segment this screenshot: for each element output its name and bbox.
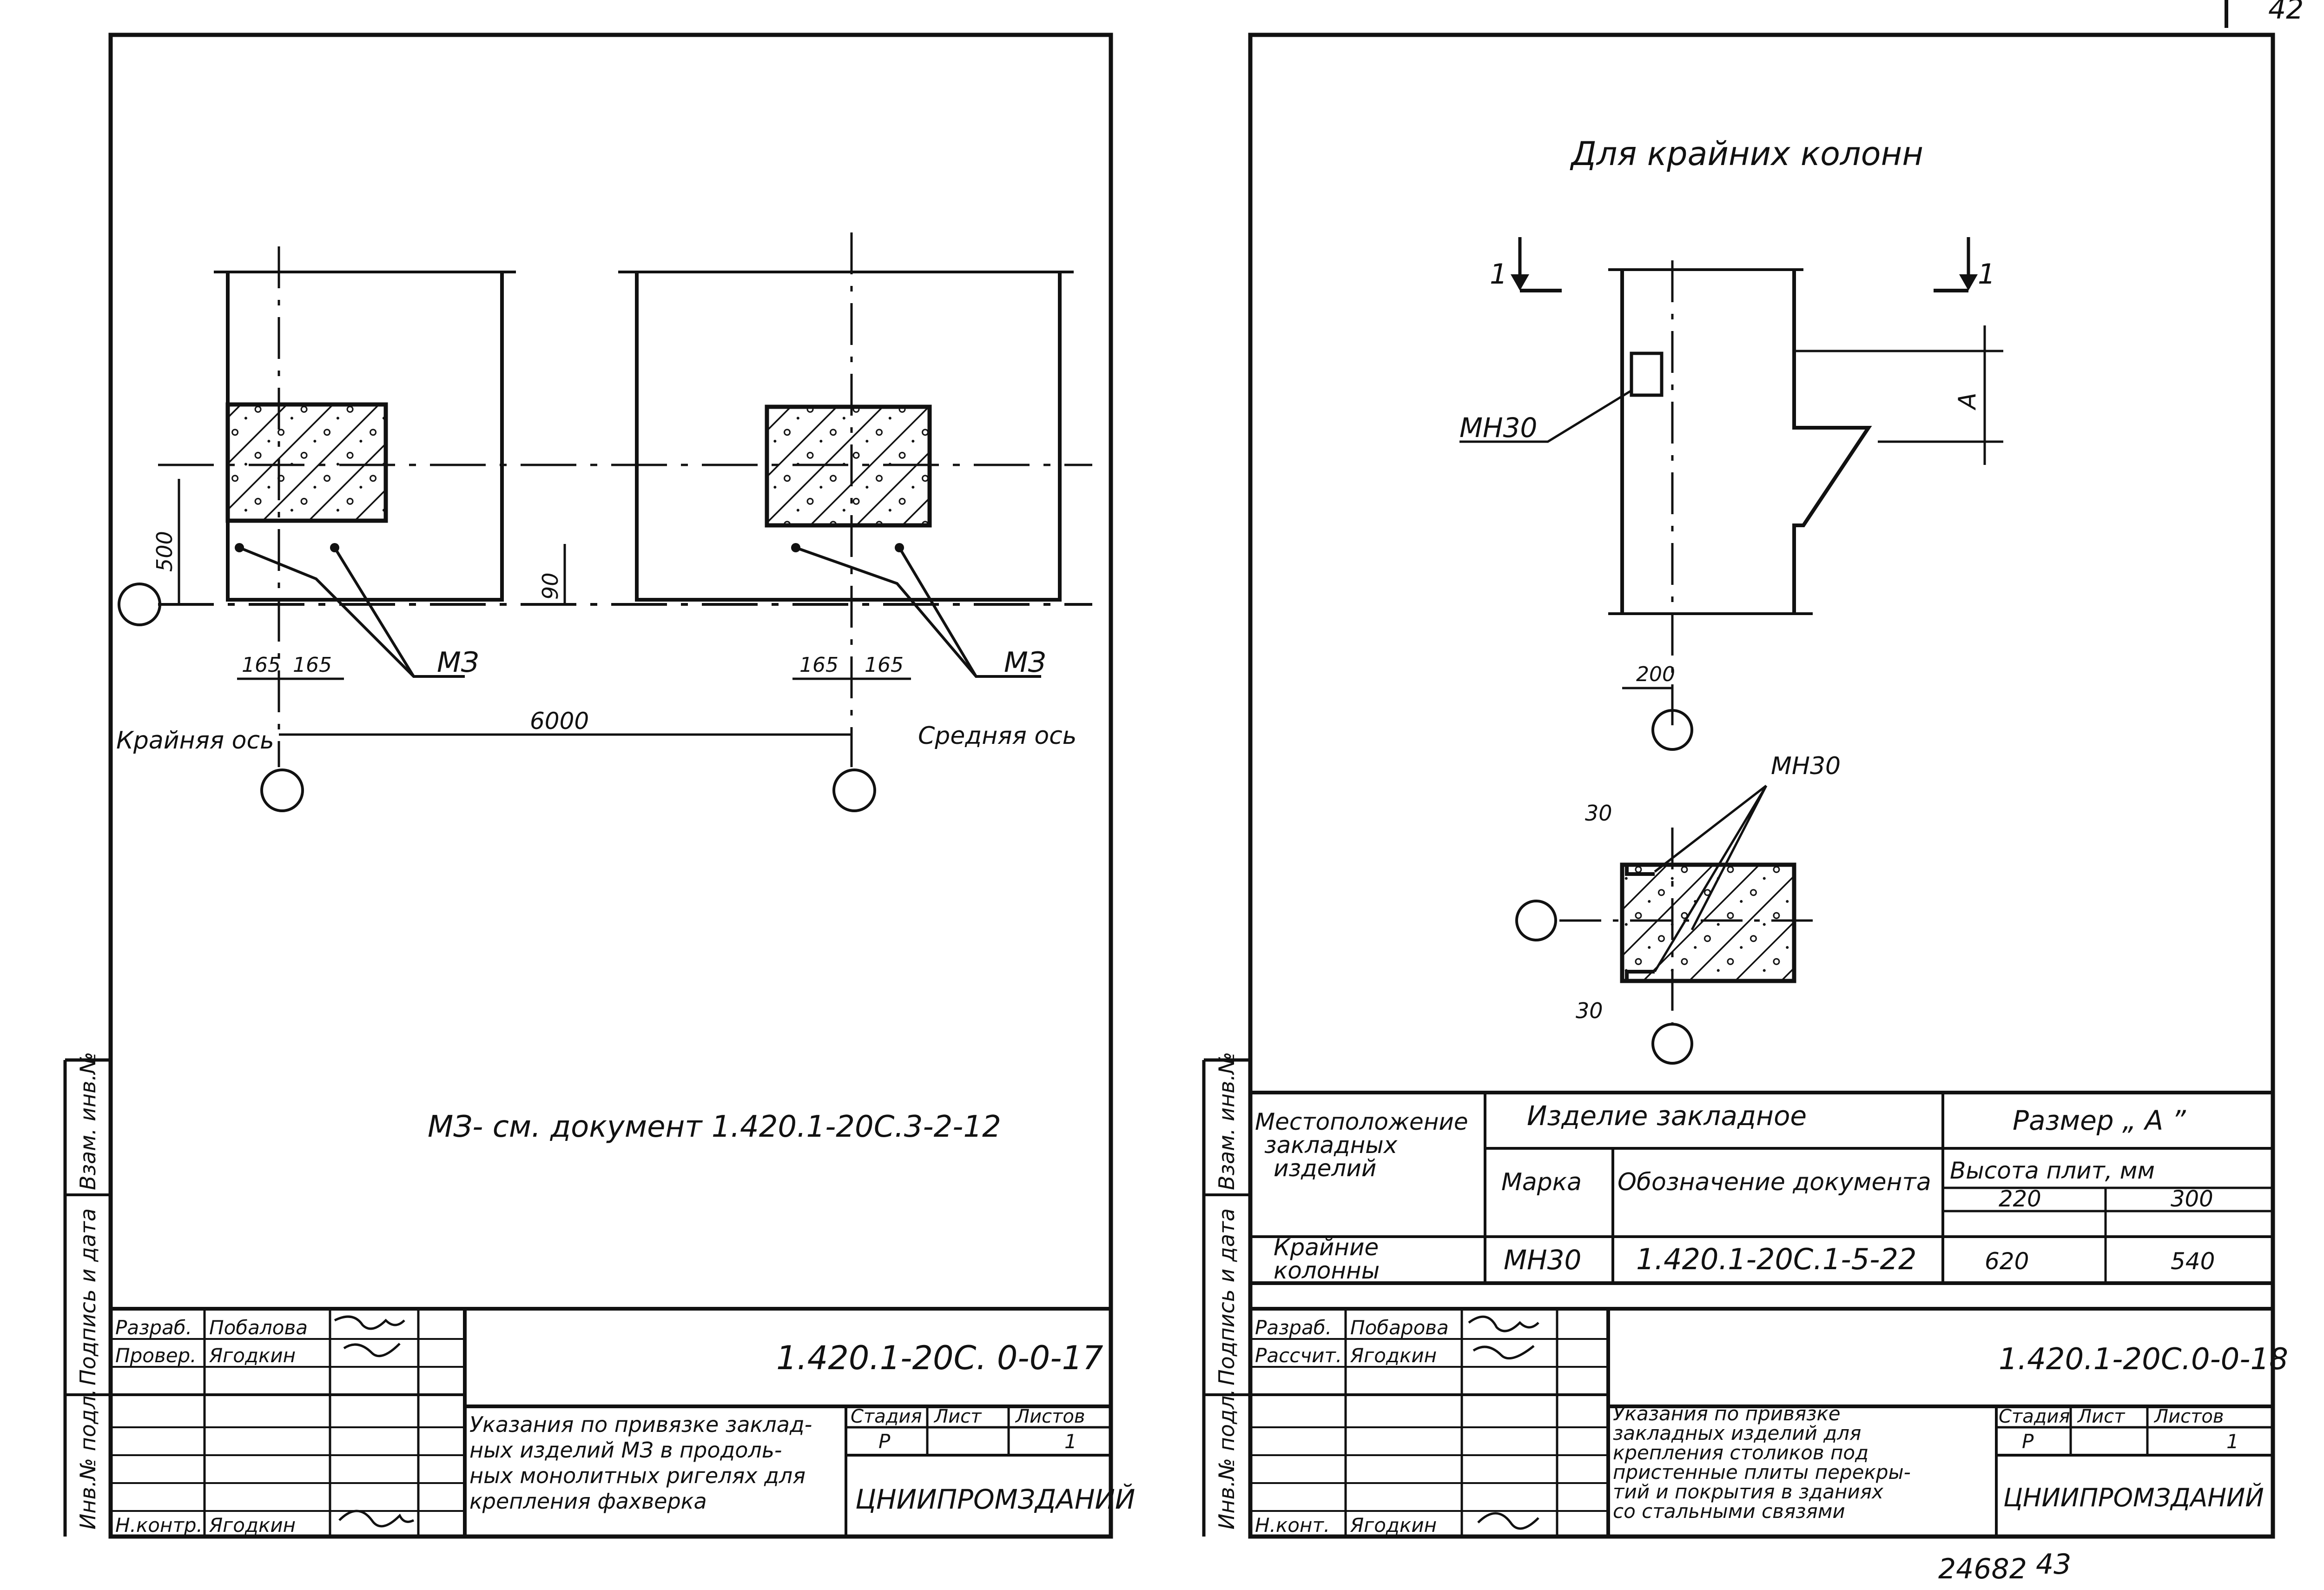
section-mark: 1 bbox=[1978, 258, 1995, 291]
margin-text: Инв.№ подл. bbox=[75, 1389, 100, 1530]
tb-organization: ЦНИИПРОМЗДАНИЙ bbox=[855, 1483, 1135, 1515]
th-item: Изделие закладное bbox=[1527, 1100, 1807, 1132]
tb-sheets-label: Листов bbox=[1015, 1406, 1085, 1427]
tb-sheet-label: Лист bbox=[2077, 1406, 2126, 1427]
axis-bubble bbox=[1651, 709, 1693, 751]
td-v1: 620 bbox=[1985, 1248, 2029, 1275]
axis-bubble bbox=[118, 583, 161, 626]
tb-stage-label: Стадия bbox=[851, 1406, 922, 1427]
left-sheet: Инв.№ подл. Подпись и дата Взам. инв.№ М… bbox=[63, 33, 1135, 1539]
tb-role: Разраб. bbox=[115, 1316, 192, 1339]
th-mark: Марка bbox=[1501, 1168, 1582, 1196]
th-doc: Обозначение документа bbox=[1618, 1168, 1931, 1196]
rigel-section bbox=[765, 404, 932, 528]
tb-role: Рассчит. bbox=[1255, 1344, 1342, 1367]
dim-90: 90 bbox=[538, 572, 563, 600]
right-margin-stamp: Инв.№ подл. Подпись и дата Взам. инв.№ bbox=[1202, 1052, 1250, 1537]
dim-165: 165 bbox=[242, 653, 281, 677]
tb-organization: ЦНИИПРОМЗДАНИЙ bbox=[2003, 1483, 2264, 1512]
th-h2: 300 bbox=[2171, 1186, 2213, 1212]
dim-500: 500 bbox=[152, 531, 177, 572]
dim-165: 165 bbox=[865, 653, 904, 677]
dim-200: 200 bbox=[1636, 662, 1675, 686]
tb-stage: Р bbox=[878, 1430, 891, 1453]
tb-description-line: крепления столиков под bbox=[1613, 1441, 1868, 1464]
mn30-label: МН30 bbox=[1459, 412, 1537, 444]
bottom-number: 24682 bbox=[1938, 1553, 2027, 1585]
tb-description-line: Указания по привязке заклад- bbox=[469, 1412, 812, 1437]
right-title-block: Разраб. Рассчит. Побарова Ягодкин Н.конт… bbox=[1250, 1281, 2288, 1537]
td-doc: 1.420.1-20С.1-5-22 bbox=[1636, 1242, 1916, 1276]
mz-label: МЗ bbox=[1004, 646, 1046, 679]
tb-name: Ягодкин bbox=[1350, 1344, 1437, 1367]
axis-bubble bbox=[832, 768, 876, 812]
mz-note: МЗ- см. документ 1.420.1-20С.3-2-12 bbox=[428, 1110, 1001, 1144]
td-mark: МН30 bbox=[1504, 1244, 1581, 1276]
th-location: Местоположение bbox=[1255, 1108, 1468, 1135]
th-height: Высота плит, мм bbox=[1950, 1157, 2155, 1184]
tb-name: Ягодкин bbox=[1350, 1514, 1437, 1537]
dim-165: 165 bbox=[293, 653, 332, 677]
tb-sheet-label: Лист bbox=[933, 1406, 982, 1427]
tb-stage: Р bbox=[2022, 1430, 2034, 1453]
tb-sheets: 1 bbox=[1064, 1430, 1077, 1453]
mn30-label: МН30 bbox=[1771, 752, 1841, 780]
drawing-heading: Для крайних колонн bbox=[1570, 135, 1923, 173]
th-h1: 220 bbox=[1999, 1186, 2041, 1212]
td-location: Крайние bbox=[1274, 1234, 1379, 1261]
right-sheet: Инв.№ подл. Подпись и дата Взам. инв.№ Д… bbox=[1202, 33, 2288, 1539]
margin-text: Взам. инв.№ bbox=[1214, 1052, 1239, 1190]
tb-description-line: крепления фахверка bbox=[469, 1489, 707, 1514]
tb-description-line: ных монолитных ригелях для bbox=[469, 1463, 805, 1488]
margin-text: Подпись и дата bbox=[75, 1208, 100, 1385]
corner-page-number: 42 bbox=[2268, 0, 2304, 26]
tb-sheets: 1 bbox=[2226, 1430, 2239, 1453]
margin-text: Взам. инв.№ bbox=[75, 1052, 100, 1190]
th-size: Размер „ А ” bbox=[2013, 1105, 2186, 1136]
tb-stage-label: Стадия bbox=[1999, 1406, 2070, 1427]
dim-30: 30 bbox=[1576, 998, 1603, 1023]
tb-description-line: со стальными связями bbox=[1613, 1500, 1845, 1523]
tb-role: Разраб. bbox=[1255, 1316, 1332, 1339]
axis-bubble bbox=[260, 768, 304, 812]
tb-name: Ягодкин bbox=[209, 1344, 296, 1367]
tb-role: Н.конт. bbox=[1255, 1514, 1330, 1537]
tb-role: Провер. bbox=[115, 1344, 197, 1367]
dim-30: 30 bbox=[1585, 801, 1612, 826]
margin-text: Подпись и дата bbox=[1214, 1208, 1239, 1385]
axis-label-edge: Крайняя ось bbox=[116, 727, 274, 755]
sheet-code: 1.420.1-20С.0-0-18 bbox=[1999, 1342, 2288, 1377]
axis-bubble bbox=[1515, 900, 1557, 941]
section-mark: 1 bbox=[1490, 258, 1507, 291]
left-margin-stamp: Инв.№ подл. Подпись и дата Взам. инв.№ bbox=[63, 1052, 111, 1537]
tb-sheets-label: Листов bbox=[2153, 1406, 2224, 1427]
tb-description-line: закладных изделий для bbox=[1613, 1422, 1861, 1444]
tb-description-line: Указания по привязке bbox=[1613, 1402, 1841, 1425]
tb-description-line: ных изделий МЗ в продоль- bbox=[469, 1438, 782, 1463]
spec-table: Местоположение закладных изделий Изделие… bbox=[1250, 1091, 2273, 1284]
tb-name: Побалова bbox=[209, 1316, 308, 1339]
tb-name: Ягодкин bbox=[209, 1514, 296, 1537]
th-location: изделий bbox=[1274, 1155, 1376, 1182]
td-location: колонны bbox=[1274, 1257, 1380, 1284]
left-title-block: Разраб. Провер. Побалова Ягодкин Н.контр… bbox=[111, 1307, 1135, 1537]
tb-description-line: тий и покрытия в зданиях bbox=[1613, 1480, 1884, 1503]
dim-6000: 6000 bbox=[530, 708, 589, 735]
dim-165: 165 bbox=[799, 653, 838, 677]
axis-label-middle: Средняя ось bbox=[918, 722, 1076, 750]
tb-role: Н.контр. bbox=[115, 1514, 203, 1537]
tb-description-line: пристенные плиты перекры- bbox=[1613, 1461, 1911, 1484]
td-v2: 540 bbox=[2171, 1248, 2215, 1275]
axis-bubble bbox=[1651, 1023, 1693, 1065]
sheet-code: 1.420.1-20С. 0-0-17 bbox=[776, 1339, 1103, 1377]
tb-name: Побарова bbox=[1350, 1316, 1449, 1339]
margin-text: Инв.№ подл. bbox=[1214, 1389, 1239, 1530]
dim-A: А bbox=[1954, 392, 1981, 411]
rigel-section bbox=[225, 402, 388, 523]
th-location: закладных bbox=[1264, 1132, 1398, 1159]
bottom-number: 43 bbox=[2036, 1548, 2071, 1581]
mz-label: МЗ bbox=[437, 646, 479, 679]
